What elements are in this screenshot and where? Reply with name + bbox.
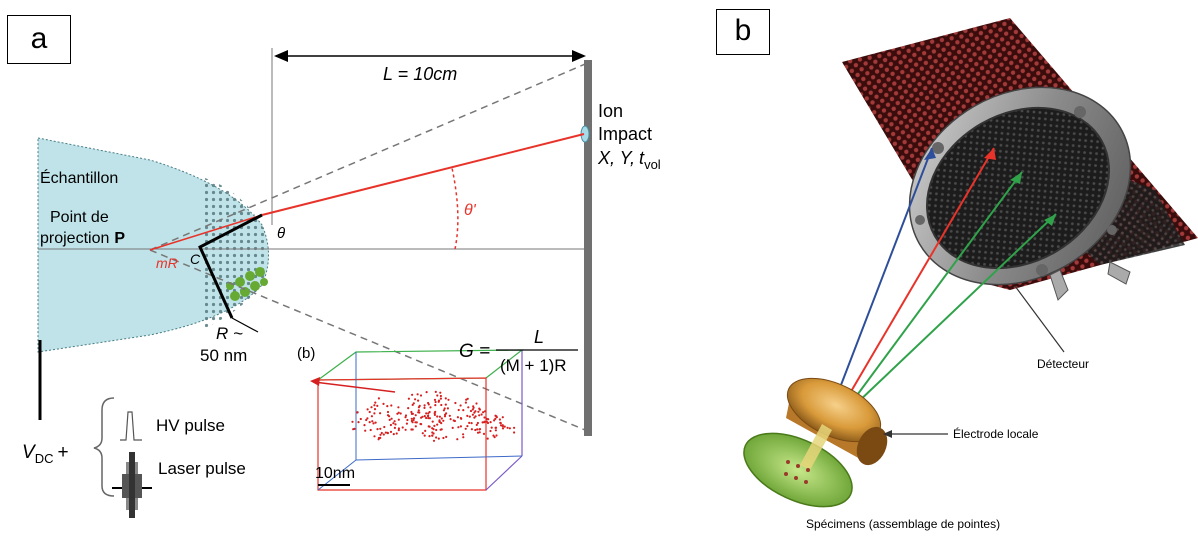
theta-prime-label: θ' (464, 202, 477, 219)
radius-value: 50 nm (200, 346, 247, 365)
panel-a: L = 10cm Ion Impact X, Y,tvol Échantillo… (22, 48, 661, 518)
length-arrow-right-head (572, 50, 586, 62)
inset-point-cloud (351, 390, 516, 442)
projection-line-bottom (149, 249, 591, 433)
scale-label: 10nm (315, 465, 355, 482)
ion-trajectory (261, 133, 585, 216)
red-ray (845, 147, 995, 401)
laser-pulse-label: Laser pulse (158, 459, 246, 478)
mr-label: mR (156, 255, 178, 271)
panel-a-tag: a (7, 15, 71, 64)
length-arrow-left-head (274, 50, 288, 62)
ion-impact-line2: Impact (598, 124, 652, 144)
c-label: C (190, 251, 201, 267)
gain-g: G = (459, 341, 490, 362)
length-label: L = 10cm (383, 64, 457, 84)
evaporated-atoms (226, 267, 268, 301)
radius-lines (198, 213, 263, 319)
radius-bracket (231, 317, 259, 333)
hv-pulse-label: HV pulse (156, 416, 225, 435)
hv-pulse-icon (120, 411, 142, 441)
local-electrode (786, 377, 888, 466)
ion-impact-coords: X, Y,tvol (597, 148, 661, 172)
ion-impact-line1: Ion (598, 101, 623, 121)
theta-label: θ (277, 225, 285, 242)
mr-line (149, 214, 263, 251)
atom-lattice (205, 178, 269, 328)
radius-label: R ~ (216, 324, 243, 343)
panel-b: Détecteur Électrode locale Spécimens (as… (743, 18, 1198, 531)
green-ray-1 (851, 171, 1023, 403)
vdc-label: VDC+ (22, 442, 69, 466)
sample-label: Échantillon (40, 168, 118, 187)
laser-pulse-icon (112, 452, 152, 518)
projection-line-top (149, 61, 591, 251)
theta-prime-arc (451, 167, 459, 250)
detector-bar (584, 60, 592, 436)
detector-label: Détecteur (1037, 357, 1089, 371)
pulse-bracket (93, 397, 115, 497)
panel-b-tag: b (716, 9, 770, 55)
detector-flange (908, 86, 1132, 301)
gain-numerator: L (534, 327, 544, 347)
inset-label: (b) (297, 345, 315, 362)
green-ray-2 (855, 213, 1057, 405)
blue-ray (835, 147, 933, 399)
specimen-disk (743, 424, 853, 508)
specimens-label: Spécimens (assemblage de pointes) (806, 517, 1000, 531)
projection-point-line1: Point de (50, 209, 109, 226)
detector-leader (1014, 285, 1065, 353)
electrode-label: Électrode locale (953, 426, 1039, 441)
gain-denominator: (M + 1)R (500, 356, 567, 375)
